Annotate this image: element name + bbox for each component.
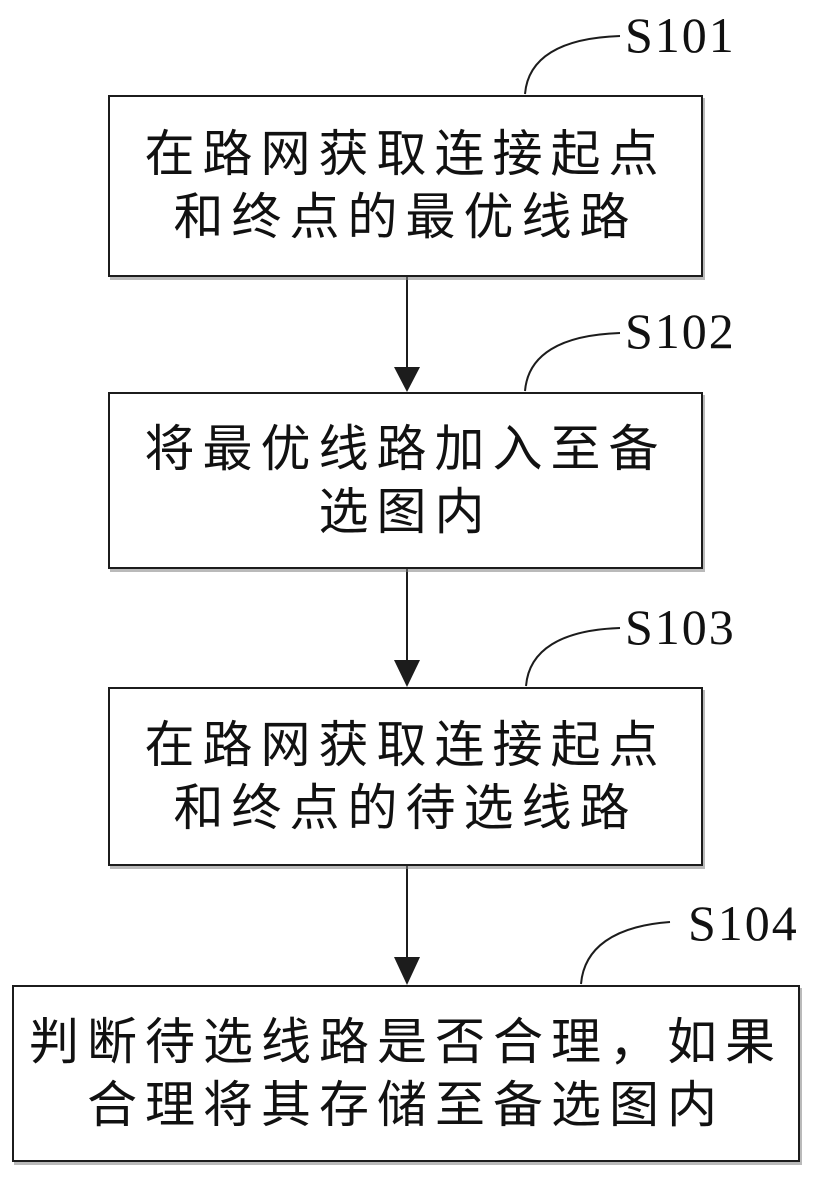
step-text-s103: 在路网获取连接起点 和终点的待选线路 bbox=[144, 716, 667, 836]
step-text-s102: 将最优线路加入至备 选图内 bbox=[144, 420, 667, 540]
leader-curve-s104 bbox=[580, 921, 671, 985]
leader-curve-s101 bbox=[524, 35, 621, 95]
flow-arrow-1 bbox=[394, 277, 420, 392]
step-text-s104: 判断待选线路是否合理，如果 合理将其存储至备选图内 bbox=[29, 1013, 783, 1133]
step-label-s104: S104 bbox=[688, 895, 799, 951]
step-box-s102: 将最优线路加入至备 选图内 bbox=[108, 392, 703, 569]
leader-curve-s103 bbox=[525, 627, 621, 687]
step-box-s104: 判断待选线路是否合理，如果 合理将其存储至备选图内 bbox=[12, 985, 800, 1162]
step-label-s102: S102 bbox=[625, 303, 736, 359]
flow-arrow-3 bbox=[394, 866, 420, 985]
step-box-s101: 在路网获取连接起点 和终点的最优线路 bbox=[108, 95, 703, 277]
step-text-s101: 在路网获取连接起点 和终点的最优线路 bbox=[144, 126, 667, 245]
flow-arrow-2 bbox=[394, 569, 420, 687]
step-label-s103: S103 bbox=[625, 599, 736, 655]
step-label-s101: S101 bbox=[625, 7, 736, 63]
leader-curve-s102 bbox=[524, 332, 621, 392]
step-box-s103: 在路网获取连接起点 和终点的待选线路 bbox=[108, 687, 703, 866]
